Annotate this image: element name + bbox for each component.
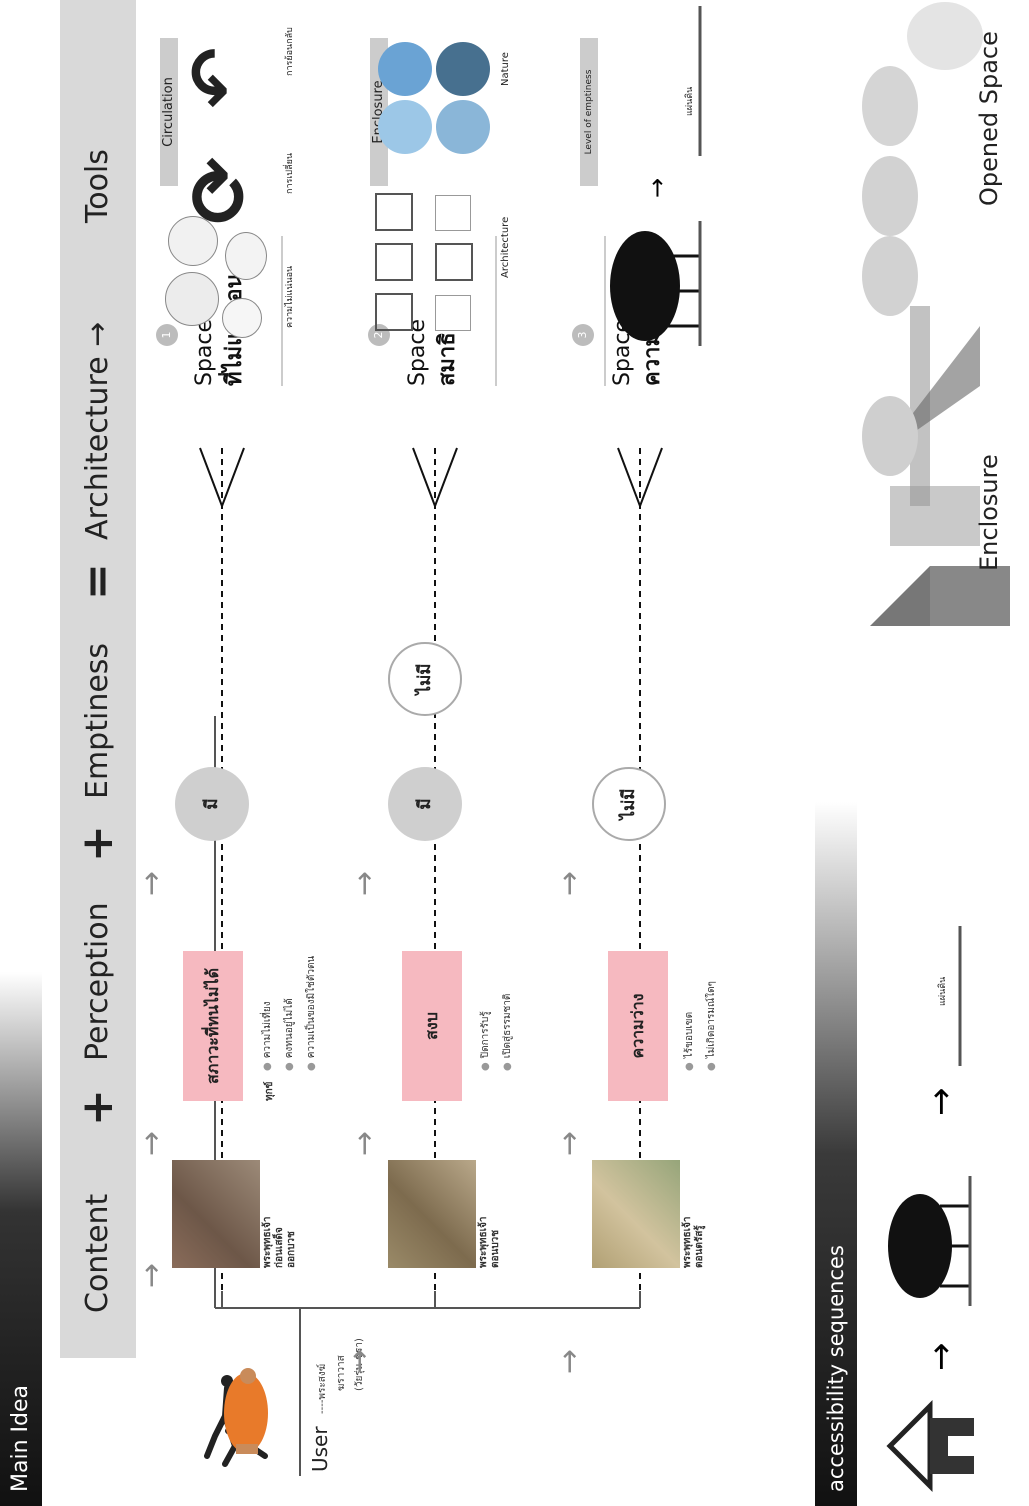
tree-ground-sequence: → — [610, 6, 702, 346]
bullet-1-2: คงทนอยู่ไม่ได้ — [284, 998, 296, 1071]
row1-caption: พระพุทธเจ้าก่อนเสด็จออกบวช — [262, 1216, 297, 1268]
perception-box-3: ความว่าง — [608, 951, 668, 1101]
arrow-right-icon: → — [552, 1348, 587, 1374]
arrow-right-icon: → — [134, 1130, 169, 1156]
row3-caption: พระพุทธเจ้าตอนตรัสรู้ — [682, 1216, 705, 1268]
arrow-right-icon: → — [347, 870, 382, 896]
emptiness-circle-2b: ไม่มี — [388, 642, 462, 716]
space-label-1: Space — [192, 318, 217, 386]
circulation-sketch — [165, 272, 219, 326]
svg-text:→: → — [921, 1088, 961, 1117]
enclosure-label: Enclosure — [975, 454, 1003, 571]
arrow-right-icon: → — [552, 1130, 587, 1156]
space-sub-2: สมาธิ — [435, 332, 460, 386]
buddha-painting-3 — [592, 1160, 680, 1268]
circulation-sketch — [225, 232, 267, 280]
arrow-right-icon: → — [342, 1348, 377, 1374]
tool-caption-2b: Nature — [500, 52, 511, 86]
bullet-1-3: ความเป็นของมิใช่ตัวตน — [306, 956, 318, 1071]
tool-caption-1: ความไม่แน่นอน — [285, 265, 295, 328]
monk-figure-icon — [224, 1368, 268, 1454]
user-desc-1: ----พระสงฆ์ — [317, 1363, 328, 1414]
svg-text:→: → — [643, 178, 671, 198]
nature-water-icon — [436, 42, 490, 96]
svg-text:→: → — [921, 1343, 961, 1372]
nature-wind-icon — [378, 100, 432, 154]
refresh-cycle-icon: ⟳ — [173, 156, 266, 224]
row-number-1: 1 — [156, 324, 178, 346]
arrow-right-icon: → — [134, 1262, 169, 1288]
tool-caption-2: Architecture — [500, 216, 511, 278]
emptiness-circle-1: มี — [175, 767, 249, 841]
arrow-right-icon: → — [347, 1130, 382, 1156]
bullet-1-1: ความไม่เที่ยง — [262, 1001, 274, 1071]
accessibility-ground-label: แผ่นดิน — [938, 976, 948, 1006]
u-turn-icon: ↶ — [174, 47, 258, 108]
nature-tree-icon — [436, 100, 490, 154]
arrow-right-icon: → — [552, 870, 587, 896]
tool-caption-1c: การย้อนกลับ — [285, 27, 295, 76]
bullet-3-1: ไร้ขอบเขต — [684, 1012, 696, 1071]
perception-head-1: ทุกข์ — [264, 1081, 275, 1101]
buddha-painting-2 — [388, 1160, 476, 1268]
bullet-3-2: ไม่เกิดอารมณ์ใดๆ — [706, 981, 718, 1071]
bullet-2-2: เปิดสู่ธรรมชาติ — [502, 994, 514, 1071]
bullet-2-1: ปิดการรับรู้ — [480, 1011, 492, 1071]
perception-box-2: สงบ — [402, 951, 462, 1101]
user-label: User — [308, 1426, 332, 1472]
emptiness-circle-3: ไม่มี — [592, 767, 666, 841]
buddha-painting-1 — [172, 1160, 260, 1268]
emptiness-circle-2: มี — [388, 767, 462, 841]
circulation-sketch — [222, 298, 262, 338]
accessibility-sequence: → → — [862, 2, 1010, 1493]
tool-caption-1b: การเปลี่ยน — [285, 152, 295, 194]
tool-caption-3: แผ่นดิน — [685, 86, 695, 116]
row2-caption: พระพุทธเจ้าตอนบวช — [478, 1216, 501, 1268]
perception-box-1: สภาวะที่ทนไม่ได้ — [183, 951, 243, 1101]
nature-sky-icon — [378, 42, 432, 96]
opened-space-label: Opened Space — [975, 31, 1003, 206]
arrow-right-icon: → — [134, 870, 169, 896]
